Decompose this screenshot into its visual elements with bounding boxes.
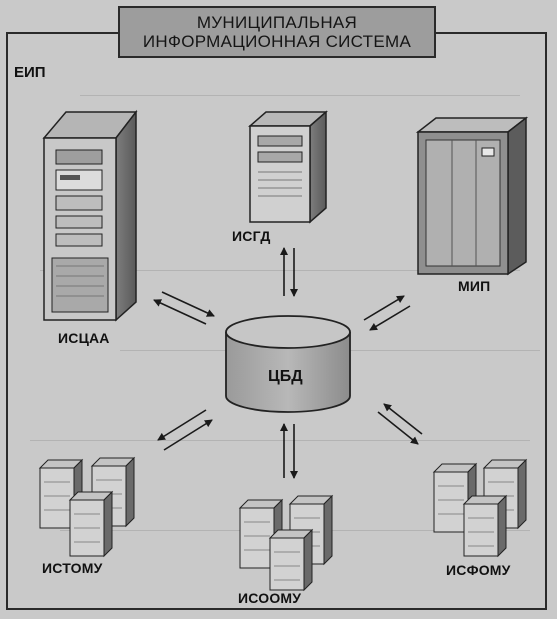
title-line-2: ИНФОРМАЦИОННАЯ СИСТЕМА	[142, 32, 412, 51]
system-title-box: МУНИЦИПАЛЬНАЯ ИНФОРМАЦИОННАЯ СИСТЕМА	[118, 6, 436, 58]
istomu-server-cluster-icon	[38, 456, 136, 558]
cbd-database-icon	[225, 315, 351, 413]
iscaa-server-icon	[42, 109, 138, 322]
arrow-isgd-cbd	[280, 247, 298, 297]
mip-label: МИП	[458, 278, 491, 294]
arrow-istomu-cbd	[157, 409, 213, 451]
isoomu-label: ИСООМУ	[238, 590, 302, 606]
background-line	[40, 270, 520, 271]
isgd-label: ИСГД	[232, 228, 271, 244]
arrow-mip-cbd	[363, 295, 411, 331]
cbd-label: ЦБД	[268, 368, 303, 385]
arrow-iscaa-cbd	[153, 291, 215, 325]
arrow-isoomu-cbd	[280, 423, 298, 479]
isfomu-server-cluster-icon	[432, 458, 528, 558]
isgd-server-icon	[248, 110, 328, 224]
background-line	[80, 95, 520, 96]
eip-label: ЕИП	[14, 64, 46, 81]
background-line	[30, 440, 530, 441]
isoomu-server-cluster-icon	[238, 494, 334, 592]
isfomu-label: ИСФОМУ	[446, 562, 511, 578]
arrow-isfomu-cbd	[377, 403, 423, 445]
title-line-1: МУНИЦИПАЛЬНАЯ	[196, 13, 358, 32]
iscaa-label: ИСЦАА	[58, 330, 110, 346]
istomu-label: ИСТОМУ	[42, 560, 103, 576]
mip-server-icon	[415, 116, 529, 276]
